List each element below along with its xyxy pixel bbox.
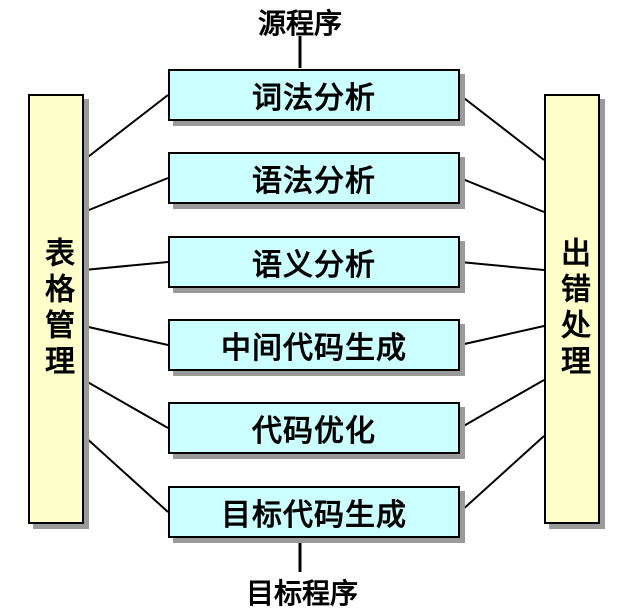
left-connector [83,261,169,271]
phase-lexical-analysis: 词法分析 [168,69,460,121]
phase-target-code-generation: 目标代码生成 [168,486,460,538]
left-connector [83,435,169,513]
table-management-label: 表格管理 [39,237,74,381]
phase-code-optimization: 代码优化 [168,402,460,454]
right-connector [459,94,545,161]
right-connector [459,325,545,346]
right-connector [459,379,545,429]
left-connector [83,379,169,429]
error-handling-panel: 出错处理 [544,94,600,524]
right-connector [459,261,545,271]
target-program-label: 目标程序 [245,577,358,610]
right-connector [459,177,545,213]
left-connector [83,94,169,161]
phase-syntax-analysis: 语法分析 [168,152,460,204]
source-program-label: 源程序 [257,7,342,40]
left-connector [83,325,169,346]
error-handling-label: 出错处理 [555,237,590,381]
left-connector [83,177,169,213]
right-connector [459,435,545,513]
phase-intermediate-code-generation: 中间代码生成 [168,319,460,371]
table-management-panel: 表格管理 [28,94,84,524]
phase-semantic-analysis: 语义分析 [168,236,460,288]
